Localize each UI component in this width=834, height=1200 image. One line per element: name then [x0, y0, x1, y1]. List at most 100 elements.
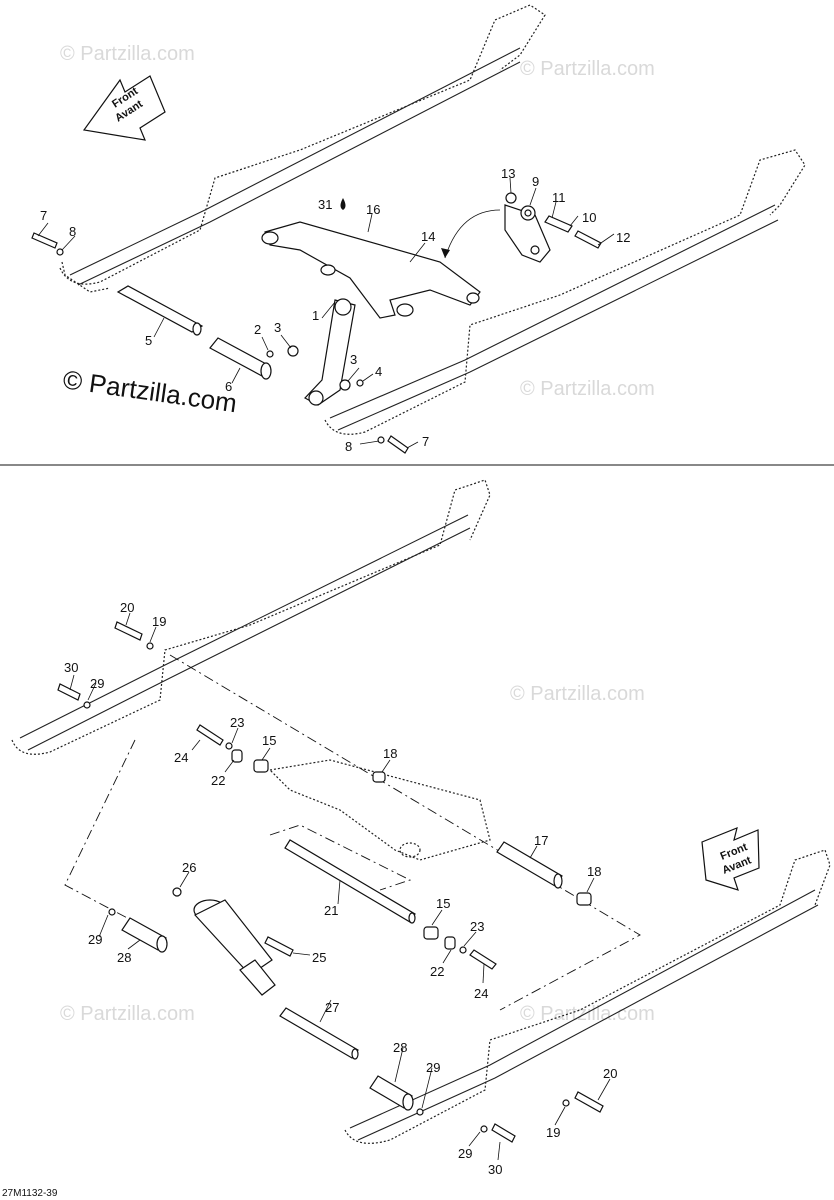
sleeve-28-right: [369, 1075, 414, 1111]
bushing-15-top: [253, 759, 269, 773]
callout-30: 30: [488, 1162, 502, 1177]
callout-13: 13: [501, 166, 515, 181]
callout-15: 15: [436, 896, 450, 911]
grease-drop-icon: [340, 198, 346, 210]
watermark: © Partzilla.com: [60, 1003, 195, 1025]
washer-29-bottom: [480, 1125, 488, 1133]
callout-31: 31: [318, 197, 332, 212]
callout-8: 8: [69, 224, 76, 239]
bolt-20: [114, 621, 143, 641]
front-arrow-bottom: Front Avant: [701, 827, 760, 891]
bolt-25: [264, 936, 294, 957]
callout-27: 27: [325, 1000, 339, 1015]
callout-26: 26: [182, 860, 196, 875]
callout-10: 10: [582, 210, 596, 225]
callout-29: 29: [88, 932, 102, 947]
callout-3: 3: [350, 352, 357, 367]
callout-12: 12: [616, 230, 630, 245]
rod-27: [279, 1007, 359, 1060]
washer-29-mid: [108, 908, 116, 916]
callout-1: 1: [312, 308, 319, 323]
callout-5: 5: [145, 333, 152, 348]
sleeve-6: [209, 337, 272, 380]
bolt-24-top: [196, 724, 224, 746]
front-arrow: Front Avant: [82, 75, 166, 141]
watermark: © Partzilla.com: [520, 58, 655, 80]
callout-30: 30: [64, 660, 78, 675]
callout-23: 23: [470, 919, 484, 934]
pin-5: [116, 285, 204, 336]
arrowhead: [441, 248, 450, 258]
bracket-assembly: [504, 192, 602, 263]
connector-line: [444, 209, 501, 259]
callout-25: 25: [312, 950, 326, 965]
callout-7: 7: [422, 434, 429, 449]
watermark: © Partzilla.com: [520, 378, 655, 400]
right-rail-bottom: [344, 849, 831, 1144]
callout-18: 18: [587, 864, 601, 879]
bolt-30-right: [491, 1123, 516, 1143]
nut-4: [356, 379, 364, 387]
callout-6: 6: [225, 379, 232, 394]
callout-29: 29: [426, 1060, 440, 1075]
left-rail-bottom: [11, 479, 491, 755]
sleeve-28-left: [121, 917, 168, 953]
left-rail: [59, 4, 546, 293]
washer-29: [83, 701, 91, 709]
callout-11: 11: [552, 190, 566, 205]
right-rail: [324, 149, 806, 435]
callout-4: 4: [375, 364, 382, 379]
callout-8: 8: [345, 439, 352, 454]
washer-23: [459, 946, 467, 954]
partzilla-watermark: © Partzilla.com: [61, 364, 239, 418]
callout-22: 22: [211, 773, 225, 788]
link-arm-1: [304, 298, 356, 406]
callout-9: 9: [532, 174, 539, 189]
watermark: © Partzilla.com: [60, 43, 195, 65]
callout-19: 19: [546, 1125, 560, 1140]
callout-29: 29: [458, 1146, 472, 1161]
washer-19: [146, 642, 154, 650]
callout-3: 3: [274, 320, 281, 335]
callout-20: 20: [603, 1066, 617, 1081]
callout-22: 22: [430, 964, 444, 979]
callout-29: 29: [90, 676, 104, 691]
sleeve-17: [496, 841, 563, 889]
callout-24: 24: [474, 986, 488, 1001]
rod-21: [284, 839, 416, 924]
callout-7: 7: [40, 208, 47, 223]
bolt-30: [57, 683, 81, 701]
callout-14: 14: [421, 229, 435, 244]
top-assembly: © Partzilla.com © Partzilla.com © Partzi…: [31, 4, 806, 454]
spacer-22-top: [231, 749, 243, 763]
bolt-2: [266, 350, 274, 358]
callout-15: 15: [262, 733, 276, 748]
bottom-assembly: © Partzilla.com © Partzilla.com © Partzi…: [2, 479, 831, 1199]
swing-arm-14: [261, 221, 481, 319]
shock-absorber: [172, 887, 276, 996]
callout-28: 28: [117, 950, 131, 965]
bolt-24: [469, 949, 497, 970]
callout-20: 20: [120, 600, 134, 615]
bushing-15: [423, 926, 439, 940]
washer-23-top: [225, 742, 233, 750]
bolt-7-right: [377, 435, 409, 454]
washer-29-right: [416, 1108, 424, 1116]
bolt-20-right: [574, 1091, 604, 1113]
callout-23: 23: [230, 715, 244, 730]
spacer-22: [444, 936, 456, 950]
washer-3-lower: [339, 379, 351, 391]
washer-19-right: [562, 1099, 570, 1107]
callout-18: 18: [383, 746, 397, 761]
watermark: © Partzilla.com: [520, 1003, 655, 1025]
bushing-18: [372, 771, 386, 783]
callout-21: 21: [324, 903, 338, 918]
callout-19: 19: [152, 614, 166, 629]
callout-16: 16: [366, 202, 380, 217]
callout-2: 2: [254, 322, 261, 337]
watermark: © Partzilla.com: [510, 683, 645, 705]
diagram-code: 27M1132-39: [2, 1188, 58, 1199]
callout-24: 24: [174, 750, 188, 765]
callout-28: 28: [393, 1040, 407, 1055]
bushing-18-right: [576, 892, 592, 906]
